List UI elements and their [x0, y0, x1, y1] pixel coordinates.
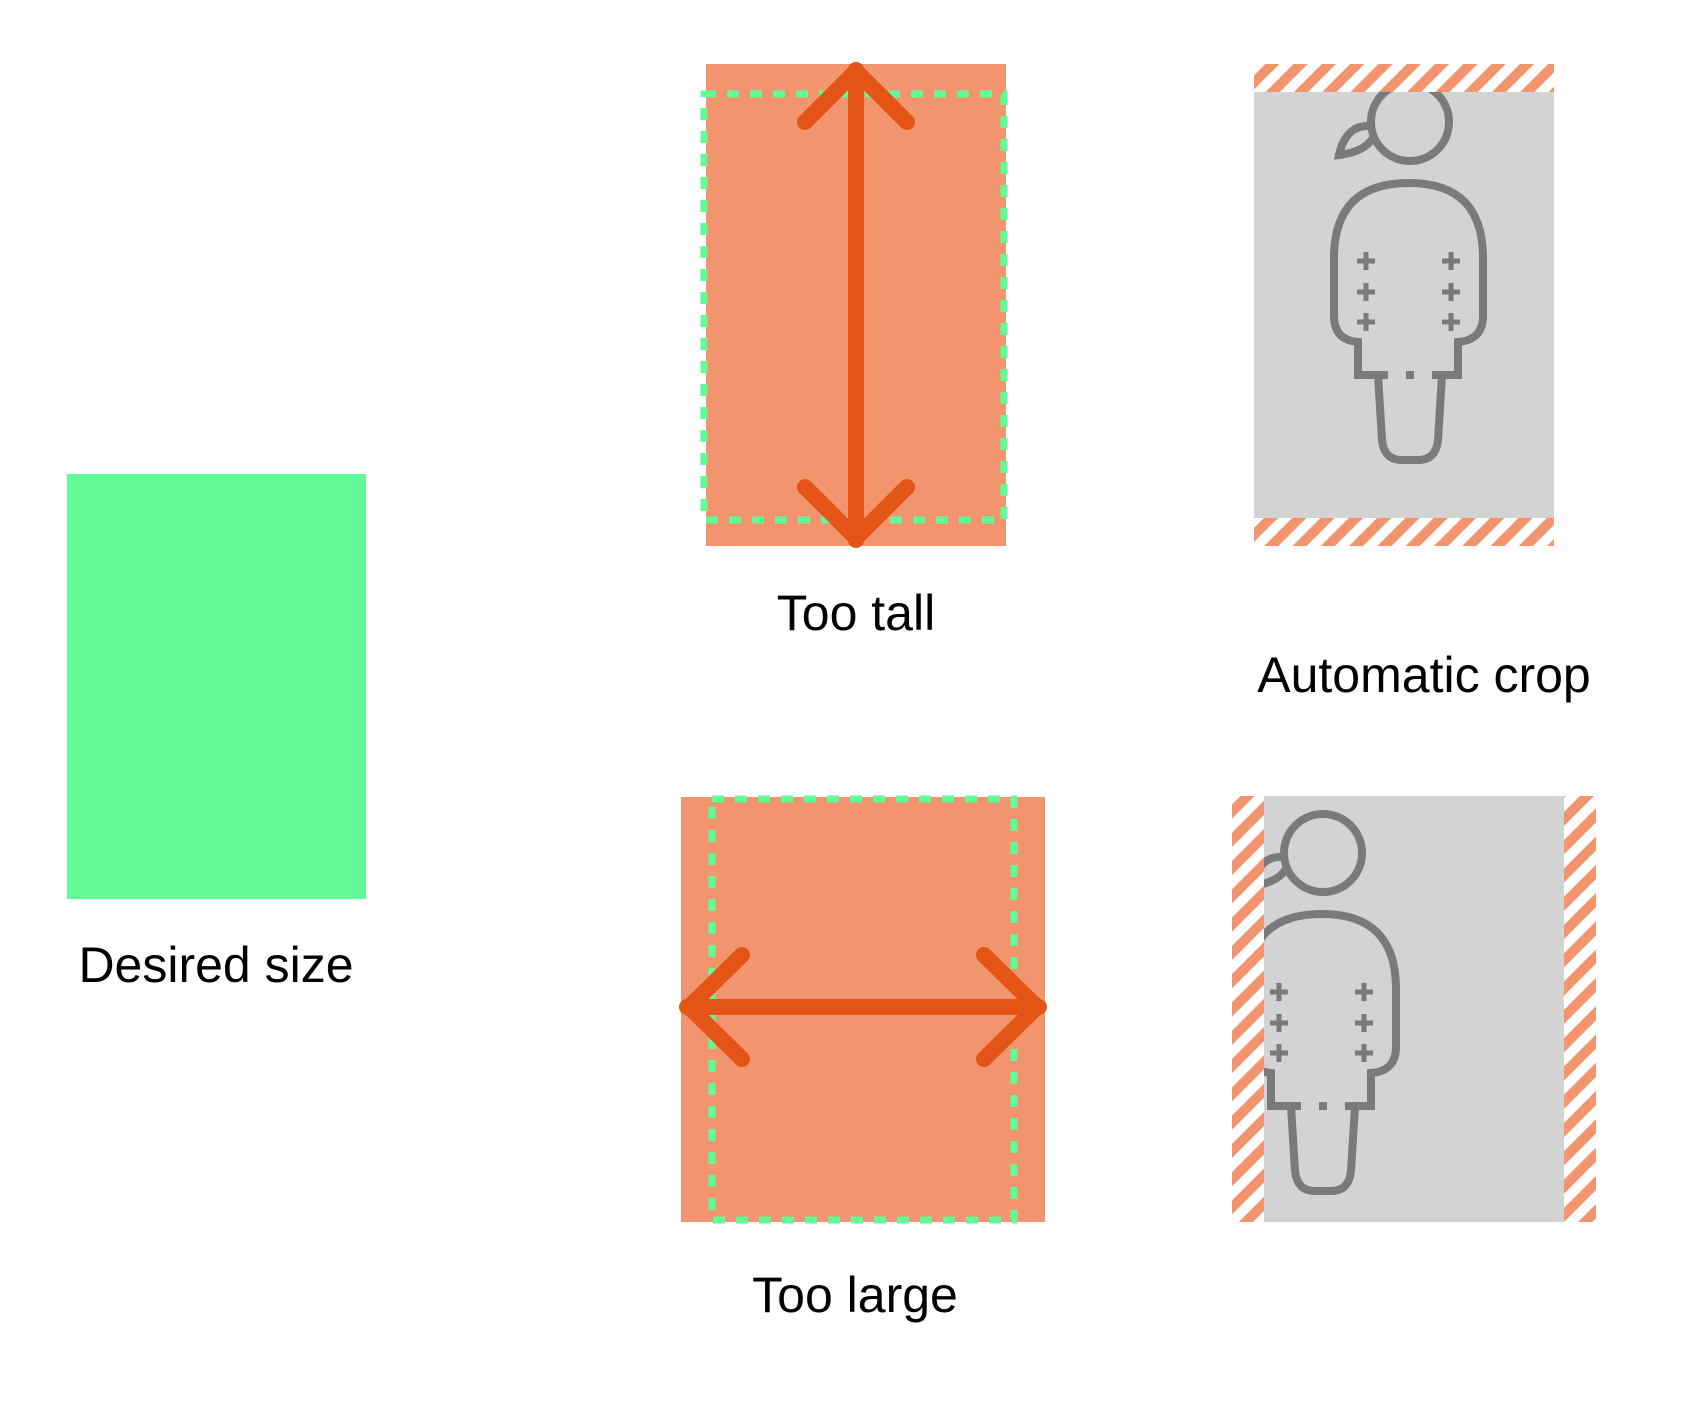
double-arrow-horizontal-icon [679, 947, 1047, 1067]
too-tall-label: Too tall [777, 585, 935, 641]
too-tall-figure [700, 62, 1008, 548]
too-large-label: Too large [752, 1267, 958, 1323]
auto-crop-vertical [1254, 64, 1554, 546]
desired-size-box [67, 474, 366, 899]
desired-size-label: Desired size [78, 937, 353, 993]
automatic-crop-label: Automatic crop [1257, 647, 1590, 703]
auto-crop-horizontal [1232, 796, 1596, 1222]
too-large-figure [679, 795, 1047, 1224]
double-arrow-vertical-icon [797, 62, 915, 548]
